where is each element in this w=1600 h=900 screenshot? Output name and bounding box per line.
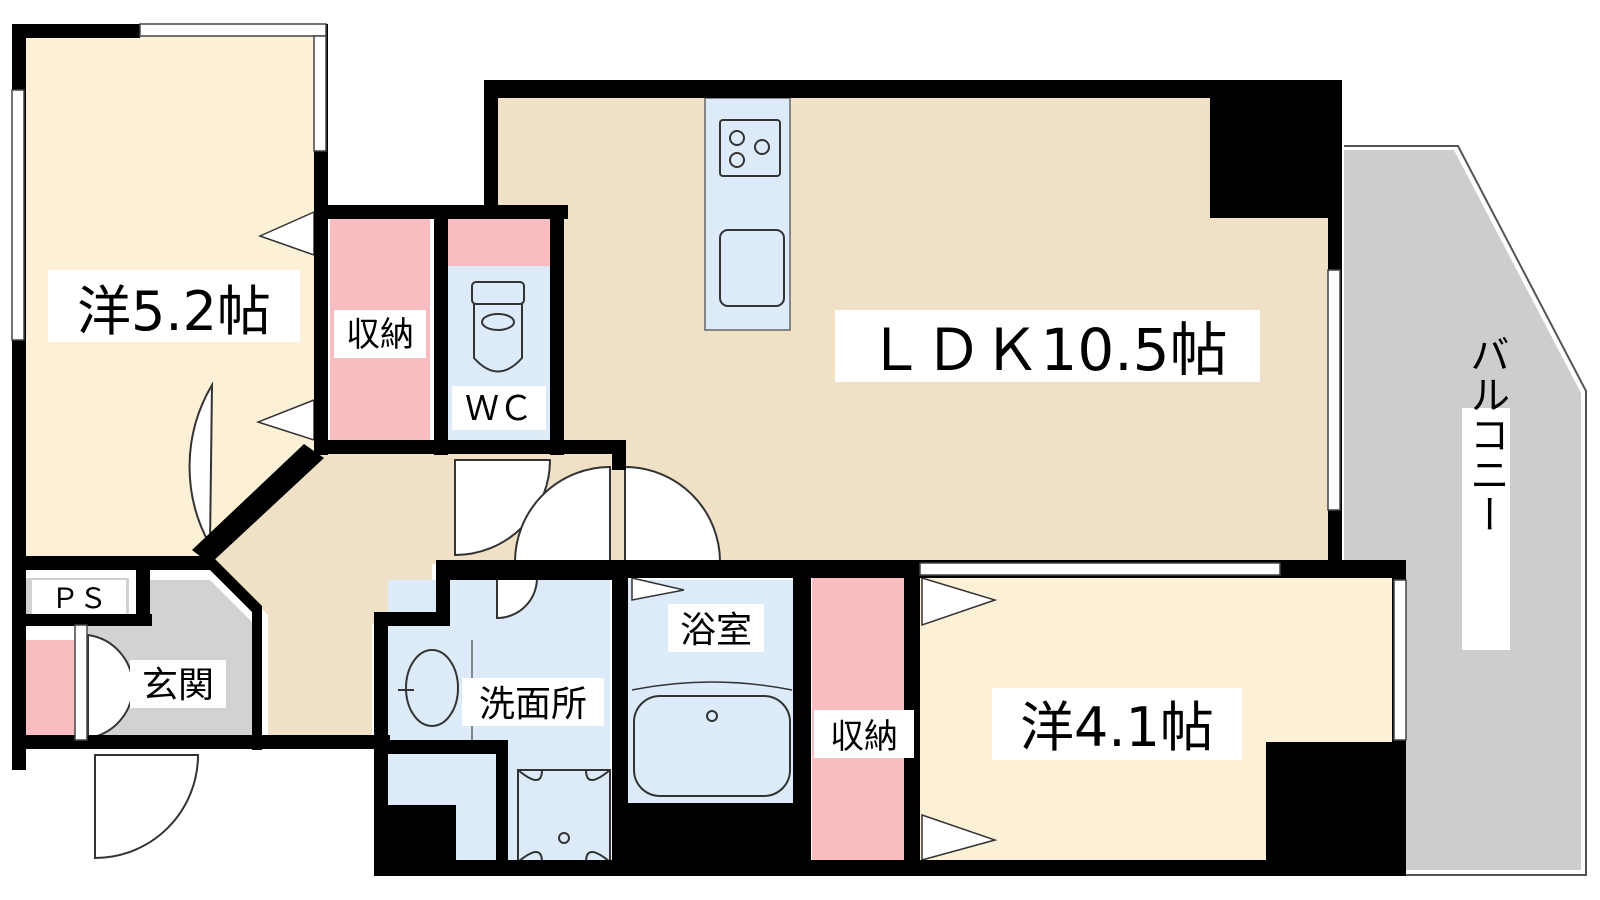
kitchen-counter — [704, 97, 791, 331]
svg-text:洗面所: 洗面所 — [479, 684, 587, 725]
wc-top-shelf — [447, 218, 550, 266]
label-balcony: バルコニー — [1462, 334, 1510, 650]
label-wc: ＷＣ — [452, 386, 546, 430]
label-western-room-2: 洋4.1帖 — [992, 688, 1242, 760]
balcony-rail — [1344, 145, 1587, 876]
svg-text:洋4.1帖: 洋4.1帖 — [1020, 696, 1214, 759]
svg-text:収納: 収納 — [830, 717, 898, 757]
svg-text:収納: 収納 — [346, 315, 414, 355]
svg-text:浴室: 浴室 — [680, 610, 752, 651]
svg-text:バルコニー: バルコニー — [1463, 334, 1509, 534]
entrance-shoe-cabinet — [26, 640, 76, 738]
kitchen-sink-icon — [719, 229, 785, 307]
svg-text:ＷＣ: ＷＣ — [465, 389, 533, 429]
label-entrance: 玄関 — [130, 660, 226, 708]
label-ldk: ＬＤＫ10.5帖 — [835, 310, 1260, 384]
bath-line — [631, 681, 793, 691]
svg-text:洋5.2帖: 洋5.2帖 — [77, 280, 271, 343]
svg-text:ＬＤＫ10.5帖: ＬＤＫ10.5帖 — [866, 316, 1227, 384]
windows — [11, 23, 1407, 741]
stove-icon — [719, 119, 781, 177]
label-storage-2: 収納 — [814, 710, 914, 758]
label-western-room-1: 洋5.2帖 — [48, 270, 300, 343]
bathtub-icon — [633, 695, 791, 797]
toilet-icon — [471, 281, 525, 373]
label-storage-1: 収納 — [334, 310, 426, 358]
label-washroom: 洗面所 — [462, 678, 604, 726]
label-bathroom: 浴室 — [668, 604, 764, 652]
washbasin-icon — [398, 649, 459, 727]
svg-text:ＰＳ: ＰＳ — [51, 582, 107, 615]
svg-text:玄関: 玄関 — [142, 665, 214, 706]
label-ps: ＰＳ — [32, 580, 126, 615]
closet-door-marks — [255, 210, 998, 861]
